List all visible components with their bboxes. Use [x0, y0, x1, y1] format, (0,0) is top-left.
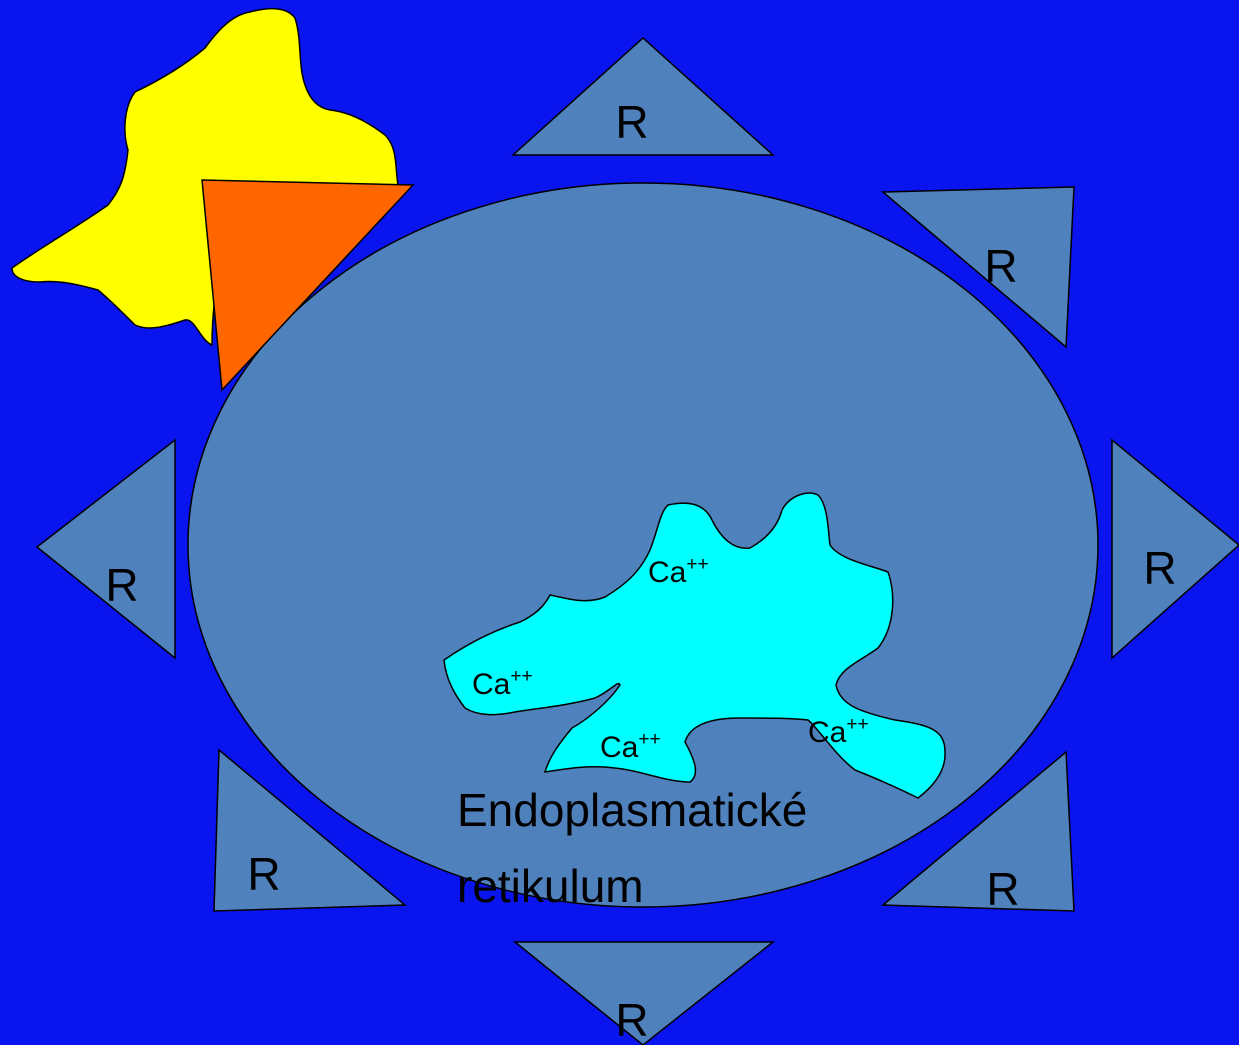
- er-label-line1: Endoplasmatické: [457, 784, 807, 836]
- receptor-bottom: R: [515, 942, 773, 1045]
- receptor-label: R: [247, 848, 280, 900]
- er-label-line2: retikulum: [457, 860, 644, 912]
- receptor-label: R: [105, 559, 138, 611]
- receptor-label: R: [615, 96, 648, 148]
- receptor-label: R: [984, 240, 1017, 292]
- receptor-label: R: [1143, 542, 1176, 594]
- receptor-left: R: [37, 440, 175, 658]
- receptor-right: R: [1112, 440, 1239, 658]
- receptor-label: R: [986, 863, 1019, 915]
- receptor-label: R: [615, 994, 648, 1045]
- receptor-top: R: [513, 38, 773, 155]
